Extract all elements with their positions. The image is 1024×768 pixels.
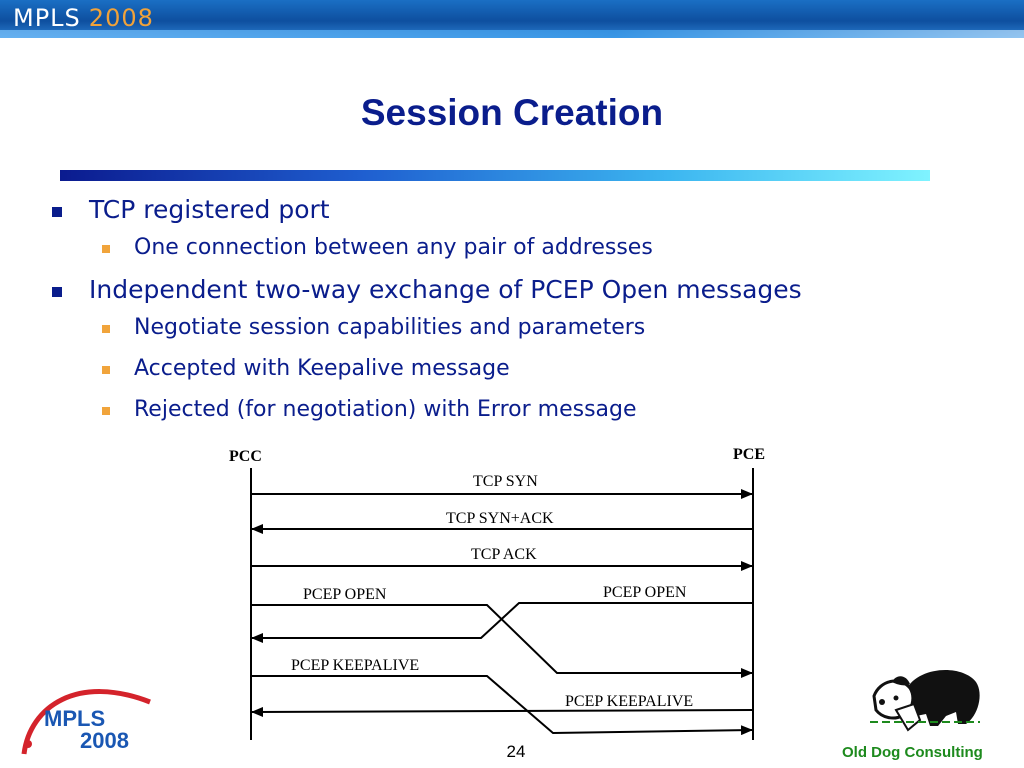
- tcp-synack-label: TCP SYN+ACK: [446, 510, 554, 527]
- title-rule: [60, 170, 930, 181]
- tcp-syn-label: TCP SYN: [473, 473, 538, 490]
- pcep-keepalive-pce-label: PCEP KEEPALIVE: [565, 693, 693, 710]
- pcep-keepalive-pcc-label: PCEP KEEPALIVE: [291, 657, 419, 674]
- pcep-open-pce-arrow: [251, 602, 752, 643]
- pcep-open-pcc-label: PCEP OPEN: [303, 586, 387, 603]
- sub-bullet-item: Accepted with Keepalive message: [50, 352, 990, 393]
- bullet-item: TCP registered port: [50, 192, 990, 231]
- logo-brand: MPLS: [44, 706, 105, 731]
- pcc-label: PCC: [229, 448, 262, 465]
- pcep-keepalive-pce-arrow: [251, 706, 753, 717]
- slide-title: Session Creation: [360, 92, 664, 133]
- pcep-open-pcc-arrow: [251, 604, 753, 678]
- sub-bullet-item: One connection between any pair of addre…: [50, 231, 990, 272]
- logo-year: 2008: [80, 728, 129, 753]
- sub-bullet-item: Rejected (for negotiation) with Error me…: [50, 393, 990, 434]
- pcep-keepalive-pcc-arrow: [251, 675, 753, 736]
- dog-icon: [870, 670, 980, 732]
- banner-year: 2008: [88, 4, 154, 32]
- sequence-diagram: PCC PCE TCP SYN TCP SYN+ACK TCP ACK PCEP…: [229, 446, 765, 740]
- pcep-open-pce-label: PCEP OPEN: [603, 584, 687, 601]
- bullet-list: TCP registered port One connection betwe…: [50, 192, 990, 434]
- bullet-item: Independent two-way exchange of PCEP Ope…: [50, 272, 990, 311]
- banner-glow: [0, 30, 1024, 38]
- pce-label: PCE: [733, 446, 765, 463]
- banner-brand: MPLS: [13, 4, 81, 32]
- company-name: Old Dog Consulting: [842, 744, 983, 761]
- mpls-2008-logo: MPLS 2008: [21, 689, 151, 755]
- page-number: 24: [506, 742, 526, 761]
- sub-bullet-item: Negotiate session capabilities and param…: [50, 311, 990, 352]
- tcp-ack-label: TCP ACK: [471, 546, 537, 563]
